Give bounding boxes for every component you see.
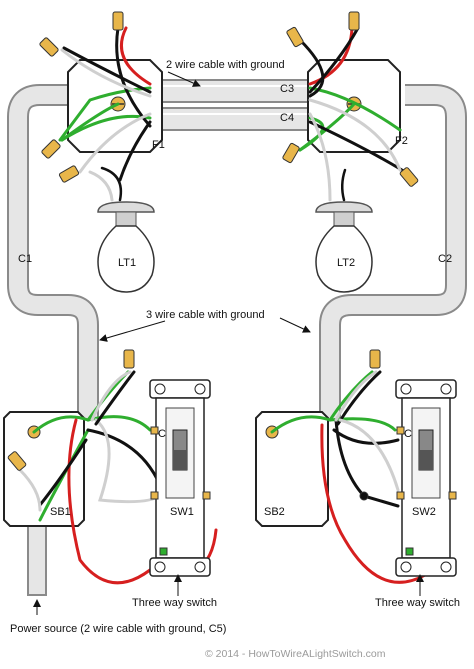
sb2-label: SB2 bbox=[264, 506, 285, 518]
light-lt1 bbox=[97, 201, 155, 293]
sb2-wire-nuts bbox=[359, 349, 381, 501]
conduit-c2 bbox=[319, 84, 467, 420]
power-source-label: Power source (2 wire cable with ground, … bbox=[10, 623, 226, 635]
sw1-label: SW1 bbox=[170, 506, 194, 518]
f2-wire-nuts bbox=[282, 11, 419, 187]
c4-label: C4 bbox=[280, 112, 294, 124]
f1-wiring bbox=[58, 26, 152, 202]
c1-label: C1 bbox=[18, 253, 32, 265]
light-lt2 bbox=[315, 201, 373, 293]
f2-label: F2 bbox=[395, 135, 408, 147]
sw1-common-label: C bbox=[158, 428, 166, 440]
f1-label: F1 bbox=[152, 139, 165, 151]
switch-sw2 bbox=[395, 379, 457, 577]
conduit-c1 bbox=[7, 84, 99, 420]
lt1-label: LT1 bbox=[118, 257, 136, 269]
three-way-switch-right-label: Three way switch bbox=[375, 597, 460, 609]
sb2-wiring bbox=[270, 370, 449, 584]
f2-wiring bbox=[298, 26, 412, 202]
c3-label: C3 bbox=[280, 83, 294, 95]
lt2-label: LT2 bbox=[337, 257, 355, 269]
switch-box-sb1 bbox=[3, 411, 85, 527]
f1-wire-nuts bbox=[39, 11, 124, 183]
conduit-c5 bbox=[27, 519, 47, 596]
sb1-label: SB1 bbox=[50, 506, 71, 518]
copyright-label: © 2014 - HowToWireALightSwitch.com bbox=[205, 648, 386, 660]
sw2-label: SW2 bbox=[412, 506, 436, 518]
three-way-switch-left-label: Three way switch bbox=[132, 597, 217, 609]
switch-sw1 bbox=[149, 379, 211, 577]
sw2-common-label: C bbox=[404, 428, 412, 440]
sb1-wire-nuts bbox=[7, 349, 135, 471]
mid-cable-label: 3 wire cable with ground bbox=[146, 309, 265, 321]
top-cable-label: 2 wire cable with ground bbox=[166, 59, 285, 71]
leader-lines bbox=[33, 71, 424, 615]
c2-label: C2 bbox=[438, 253, 452, 265]
